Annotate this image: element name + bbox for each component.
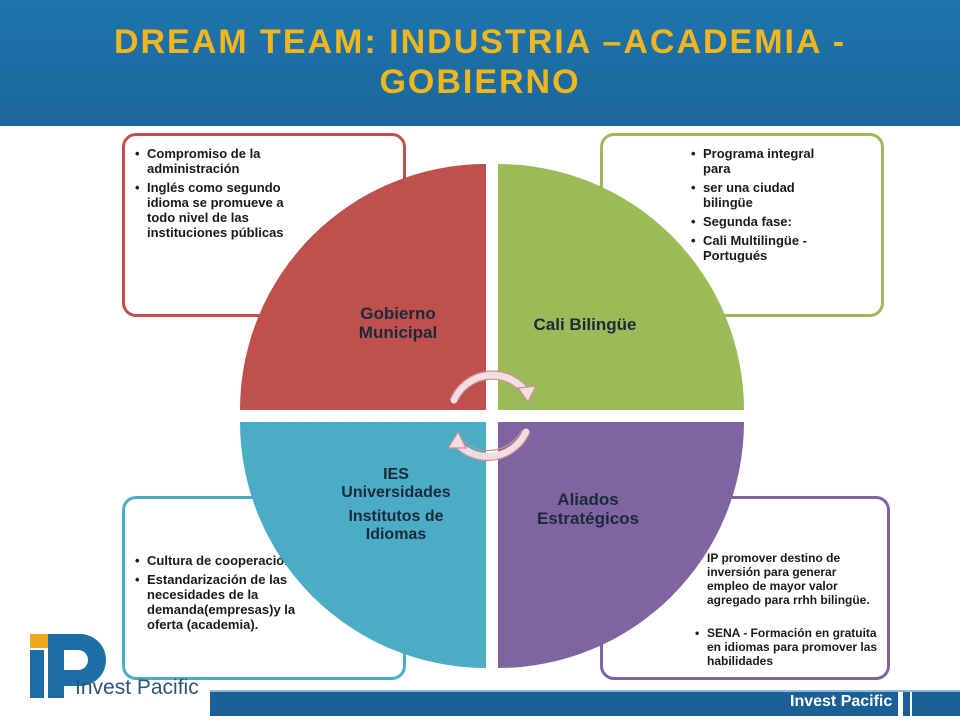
label-gobierno-line: Gobierno — [360, 304, 436, 323]
box-cali-item: Segunda fase: — [689, 214, 845, 229]
label-gobierno-line: Municipal — [358, 323, 438, 342]
box-cali-item: ser una ciudad bilingüe — [689, 180, 845, 210]
label-ies-line: Universidades — [341, 484, 451, 501]
label-ies-line: Idiomas — [365, 526, 427, 543]
slide-title: DREAM TEAM: INDUSTRIA –ACADEMIA - GOBIER… — [40, 22, 920, 102]
box-gobierno-item: Compromiso de la administración — [133, 146, 315, 176]
cycle-arrows-outline — [449, 370, 531, 462]
box-ies-item: Estandarización de las necesidades de la… — [133, 572, 319, 632]
label-aliados-line: Estratégicos — [536, 509, 640, 528]
cycle-arrows-icon — [450, 371, 530, 460]
box-cali-item: Cali Multilingüe - Portugués — [689, 233, 845, 263]
title-line-1: DREAM TEAM: INDUSTRIA –ACADEMIA - — [113, 23, 847, 61]
label-aliados-line: Aliados — [557, 490, 619, 509]
label-ies-line: Institutos de — [348, 508, 444, 525]
footer-brand-text: Invest Pacific — [790, 693, 893, 710]
header-banner: DREAM TEAM: INDUSTRIA –ACADEMIA - GOBIER… — [0, 0, 960, 126]
box-cali-item: Programa integral para — [689, 146, 845, 176]
box-aliados-item: SENA - Formación en gratuita en idiomas … — [693, 626, 885, 668]
quadrant-gobierno — [240, 164, 486, 410]
quadrant-aliados — [498, 422, 744, 668]
label-ies: IES Universidades Institutos de Idiomas — [316, 466, 476, 544]
box-ies-item: Cultura de cooperación — [133, 553, 319, 568]
footer-bar — [210, 692, 960, 716]
logo-text: Invest Pacific — [75, 676, 199, 699]
footer-stripe — [910, 692, 912, 716]
title-line-2: GOBIERNO — [379, 63, 581, 101]
box-gobierno-item: Inglés como segundo idioma se promueve a… — [133, 180, 315, 240]
label-aliados: Aliados Estratégicos — [508, 490, 668, 528]
arrow-head-left — [446, 430, 467, 449]
arrow-head-right — [516, 385, 538, 404]
footer-stripe — [898, 692, 903, 716]
quadrant-cali — [498, 164, 744, 410]
label-cali-text: Cali Bilingüe — [533, 315, 637, 334]
label-cali: Cali Bilingüe — [510, 315, 660, 334]
label-ies-line: IES — [383, 466, 409, 483]
label-gobierno: Gobierno Municipal — [318, 304, 478, 342]
footer-accent-line — [210, 690, 960, 693]
quadrant-ies — [240, 422, 486, 668]
box-aliados-first: IP promover destino de inversión para ge… — [707, 551, 870, 607]
